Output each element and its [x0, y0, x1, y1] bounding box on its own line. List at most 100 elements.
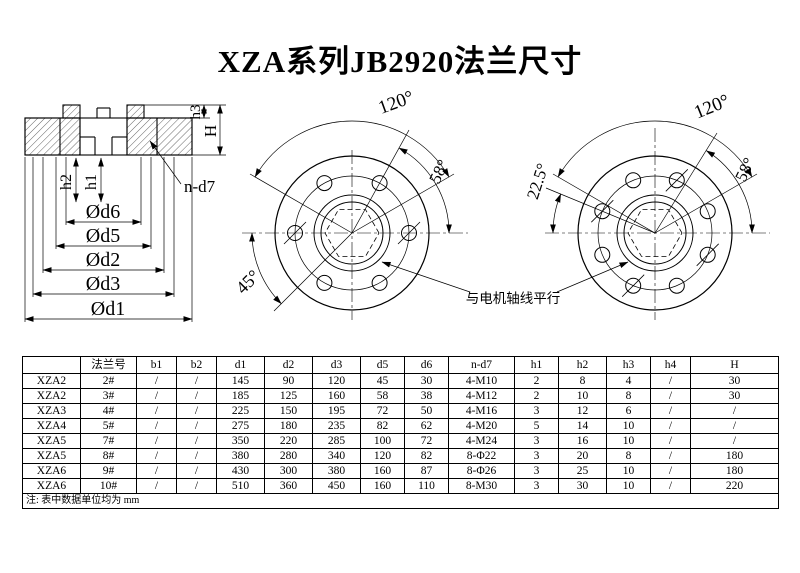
table-cell: /	[176, 448, 217, 464]
column-header: d2	[264, 356, 313, 374]
table-cell: 160	[360, 478, 405, 494]
table-cell: 125	[264, 388, 313, 404]
column-header: b1	[136, 356, 177, 374]
table-cell: 225	[216, 403, 265, 419]
table-cell: 10	[606, 478, 651, 494]
column-header: d1	[216, 356, 265, 374]
table-cell: 3	[514, 433, 559, 449]
column-header: h3	[606, 356, 651, 374]
table-foot: 注: 表中数据单位均为 mm	[22, 493, 779, 509]
bolt-hole-tapped	[699, 246, 716, 263]
table-cell: 87	[404, 463, 449, 479]
table-cell: 8	[606, 448, 651, 464]
table-cell: 185	[216, 388, 265, 404]
table-cell: 25	[558, 463, 607, 479]
table-cell: 510	[216, 478, 265, 494]
table-cell: XZA5	[22, 448, 81, 464]
table-cell: 120	[312, 373, 361, 389]
table-cell: 380	[312, 463, 361, 479]
column-header	[22, 356, 81, 374]
spline-hexagon	[627, 209, 683, 257]
table-cell: 8-Φ26	[448, 463, 515, 479]
table-cell: /	[136, 403, 177, 419]
table-cell: 10#	[80, 478, 137, 494]
table-cell: 3	[514, 478, 559, 494]
bore-circle	[623, 201, 687, 265]
table-cell: 8	[606, 388, 651, 404]
table-cell: 3	[514, 448, 559, 464]
table-cell: 2#	[80, 373, 137, 389]
section-labels: Ød6 Ød5 Ød2 Ød3 Ød1 h2 h1 h3 H n-d7	[58, 105, 220, 321]
table-cell: 4	[606, 373, 651, 389]
table-cell: 360	[264, 478, 313, 494]
flange-front-view-right	[545, 120, 770, 320]
table-cell: 8#	[80, 448, 137, 464]
column-header: d5	[360, 356, 405, 374]
table-cell: /	[690, 433, 779, 449]
table-cell: 180	[690, 448, 779, 464]
table-cell: XZA2	[22, 388, 81, 404]
dim-label-h2: h2	[58, 174, 75, 190]
column-header: H	[690, 356, 779, 374]
table-cell: /	[176, 463, 217, 479]
table-cell: 38	[404, 388, 449, 404]
table-cell: 7#	[80, 433, 137, 449]
axis-parallel-label: 与电机轴线平行	[466, 291, 561, 306]
table-cell: 3#	[80, 388, 137, 404]
table-cell: /	[650, 373, 691, 389]
table-cell: /	[176, 478, 217, 494]
bolt-hole-tapped	[625, 277, 642, 294]
table-cell: /	[650, 478, 691, 494]
table-cell: /	[176, 433, 217, 449]
table-cell: 72	[404, 433, 449, 449]
table-cell: 5#	[80, 418, 137, 434]
table-cell: 280	[264, 448, 313, 464]
dim-label-d1: Ød1	[91, 298, 125, 320]
table-cell: 110	[404, 478, 449, 494]
table-cell: 10	[606, 463, 651, 479]
table-cell: 160	[360, 463, 405, 479]
table-cell: 195	[312, 403, 361, 419]
technical-drawing: Ød6 Ød5 Ød2 Ød3 Ød1 h2 h1 h3 H n-d7	[24, 87, 770, 322]
table-cell: 380	[216, 448, 265, 464]
dim-label-h3: h3	[188, 105, 204, 120]
table-cell: /	[650, 418, 691, 434]
table-cell: 12	[558, 403, 607, 419]
table-cell: 430	[216, 463, 265, 479]
table-cell: 350	[216, 433, 265, 449]
table-cell: XZA3	[22, 403, 81, 419]
table-cell: /	[650, 388, 691, 404]
table-cell: 220	[690, 478, 779, 494]
dim-label-d6: Ød6	[86, 201, 120, 223]
column-header: n-d7	[448, 356, 515, 374]
bolt-hole	[316, 274, 333, 291]
dim-label-d3: Ød3	[86, 273, 120, 295]
dim-label-H: H	[201, 125, 220, 137]
angle-label-45: 45°	[232, 266, 264, 298]
table-cell: 9#	[80, 463, 137, 479]
table-cell: XZA2	[22, 373, 81, 389]
table-cell: 4-M20	[448, 418, 515, 434]
sheet-title: XZA系列JB2920法兰尺寸	[217, 44, 583, 79]
table-cell: 82	[404, 448, 449, 464]
table-cell: 30	[558, 478, 607, 494]
table-cell: XZA5	[22, 433, 81, 449]
table-cell: /	[650, 463, 691, 479]
column-header: d6	[404, 356, 449, 374]
table-cell: /	[136, 463, 177, 479]
table-cell: 20	[558, 448, 607, 464]
table-cell: 100	[360, 433, 405, 449]
dim-label-d5: Ød5	[86, 225, 120, 247]
table-cell: 58	[360, 388, 405, 404]
table-cell: 4-M10	[448, 373, 515, 389]
hub-circle	[313, 194, 391, 272]
